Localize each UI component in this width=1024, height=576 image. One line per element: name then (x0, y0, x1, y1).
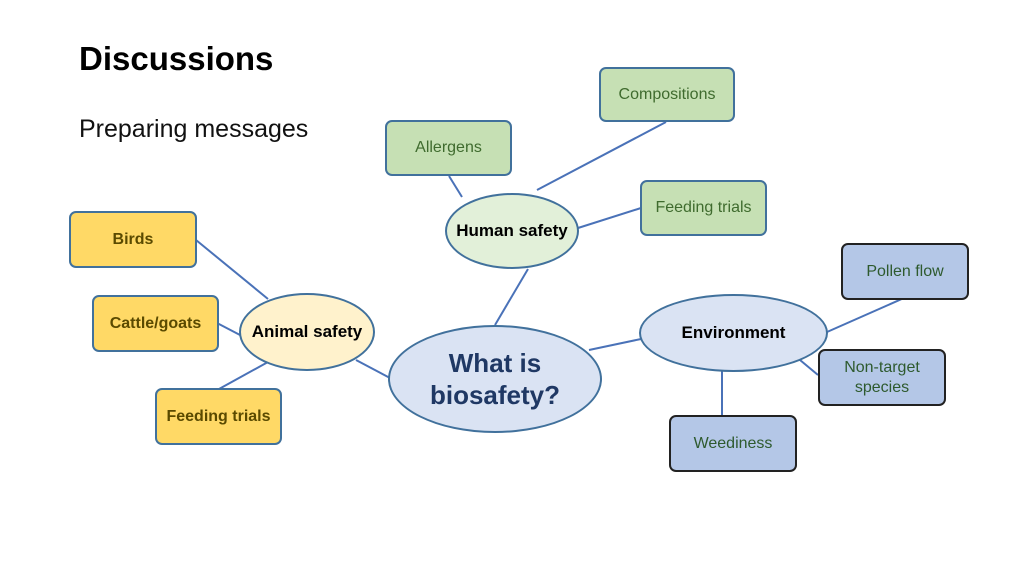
link-animal-center (355, 359, 391, 379)
node-allergens: Allergens (385, 120, 512, 176)
link-animal-birds (195, 239, 269, 300)
node-human-safety: Human safety (445, 193, 579, 269)
node-animal-safety: Animal safety (239, 293, 375, 371)
node-environment: Environment (639, 294, 828, 372)
node-pollen-flow: Pollen flow (841, 243, 969, 300)
link-human-compositions (536, 121, 667, 191)
link-human-center (494, 268, 529, 326)
slide-subtitle: Preparing messages (79, 115, 309, 143)
node-human-feeding-trials: Feeding trials (640, 180, 767, 236)
link-env-nontarget (799, 359, 819, 376)
node-weediness: Weediness (669, 415, 797, 472)
slide-title: Discussions (79, 40, 274, 77)
link-human-allergens (448, 175, 463, 198)
link-env-pollen (826, 297, 905, 333)
node-compositions: Compositions (599, 67, 735, 122)
node-animal-feeding-trials: Feeding trials (155, 388, 282, 445)
link-human-feeding (577, 207, 642, 229)
node-center-what-is-biosafety: What is biosafety? (388, 325, 602, 433)
node-cattle-goats: Cattle/goats (92, 295, 219, 352)
link-animal-feeding (218, 361, 269, 390)
node-birds: Birds (69, 211, 197, 268)
link-env-center (588, 338, 642, 351)
node-non-target-species: Non-target species (818, 349, 946, 406)
link-animal-cattle (216, 322, 241, 336)
